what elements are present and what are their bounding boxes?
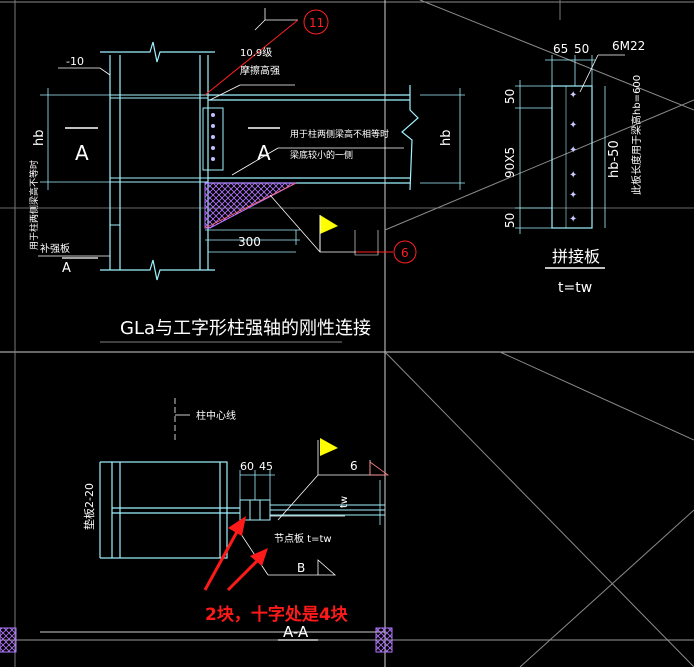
column-stiffeners bbox=[110, 94, 208, 226]
section-mark-right: A bbox=[257, 141, 271, 165]
note-line-2: 梁底较小的一侧 bbox=[290, 149, 353, 161]
dim-hb-left bbox=[40, 88, 110, 190]
column bbox=[100, 41, 215, 281]
svg-text:✦: ✦ bbox=[569, 120, 577, 131]
node-plate-label: 节点板 t=tw bbox=[274, 532, 332, 545]
bolt-count: 6M22 bbox=[612, 39, 645, 53]
callout-11-text: 11 bbox=[309, 16, 324, 30]
bolt-icon bbox=[211, 113, 215, 161]
top-detail bbox=[38, 8, 465, 281]
top-detail-labels: -10 10.9级 摩擦高强 A A hb hb 用于柱两侧梁高不相等时 梁底较… bbox=[28, 16, 454, 343]
plate-thickness-label: -10 bbox=[66, 55, 84, 68]
bottom-detail bbox=[99, 398, 390, 641]
red-annotation: 2块，十字处是4块 bbox=[205, 604, 349, 625]
splice-thickness: t=tw bbox=[558, 280, 592, 296]
splice-plate-labels: 65 50 6M22 50 90X5 50 hb-50 此板长度用于梁高hb=6… bbox=[503, 39, 645, 296]
weld-flag-icon bbox=[320, 215, 338, 234]
vertical-note-left: 用于柱两侧梁高不等时 bbox=[28, 160, 40, 250]
svg-text:✦: ✦ bbox=[569, 214, 577, 225]
bolt-type-label: 摩擦高强 bbox=[240, 64, 280, 77]
stiffener-mark: A bbox=[62, 261, 71, 276]
mark-b: B bbox=[297, 561, 305, 575]
hb-50-label: hb-50 bbox=[607, 140, 622, 178]
plate-vertical-note: 此板长度用于梁高hb=600 bbox=[630, 75, 643, 195]
section-mark-left: A bbox=[75, 141, 89, 165]
bolt-spec-label: 10.9级 bbox=[240, 47, 272, 59]
stiffener-label: 补强板 bbox=[40, 242, 70, 255]
weld-6-label: 6 bbox=[350, 459, 358, 473]
note-line-1: 用于柱两侧梁高不相等时 bbox=[290, 128, 389, 140]
hb-left-label: hb bbox=[32, 130, 47, 147]
splice-title: 拼接板 bbox=[552, 247, 600, 266]
center-line-label: 柱中心线 bbox=[196, 409, 236, 422]
triangle-marker-icon bbox=[369, 461, 390, 476]
svg-text:✦: ✦ bbox=[569, 170, 577, 181]
corner-markers bbox=[0, 627, 393, 653]
dim-45-label: 45 bbox=[259, 460, 273, 473]
dim-50-top: 50 bbox=[503, 89, 517, 104]
dim-hb-right bbox=[420, 88, 465, 190]
dim-65: 65 bbox=[553, 42, 568, 56]
shim-label: 垫板2-20 bbox=[82, 483, 96, 530]
weld-flag-icon bbox=[320, 438, 338, 456]
beam-splice bbox=[202, 107, 224, 171]
triangle-marker-icon bbox=[317, 559, 337, 576]
splice-plate-detail: ✦ ✦ ✦ ✦ ✦ ✦ bbox=[515, 54, 625, 269]
red-arrow-icon bbox=[203, 516, 268, 592]
svg-text:✦: ✦ bbox=[569, 145, 577, 156]
hb-right-label: hb bbox=[439, 130, 454, 147]
bottom-detail-labels: 柱中心线 垫板2-20 60 45 6 tw 节点板 t=tw B 2块，十字处… bbox=[82, 409, 358, 641]
dim-300-label: 300 bbox=[238, 235, 261, 249]
callout-6-text: 6 bbox=[401, 246, 409, 260]
dim-50-top-h: 50 bbox=[574, 42, 589, 56]
svg-text:✦: ✦ bbox=[569, 190, 577, 201]
dim-90x5: 90X5 bbox=[503, 147, 517, 178]
svg-text:✦: ✦ bbox=[569, 90, 577, 101]
tw-label: tw bbox=[339, 496, 350, 508]
leaders-top bbox=[38, 8, 404, 257]
detail-title: GLa与工字形柱强轴的刚性连接 bbox=[120, 318, 371, 339]
callout-6-circle bbox=[393, 240, 417, 264]
section-aa-label: A-A bbox=[283, 623, 309, 641]
dim-50-bottom: 50 bbox=[503, 213, 517, 228]
dim-60-label: 60 bbox=[240, 460, 254, 473]
callout-11-circle bbox=[303, 9, 329, 35]
bolt-icon: ✦ ✦ ✦ ✦ ✦ ✦ bbox=[569, 90, 577, 225]
